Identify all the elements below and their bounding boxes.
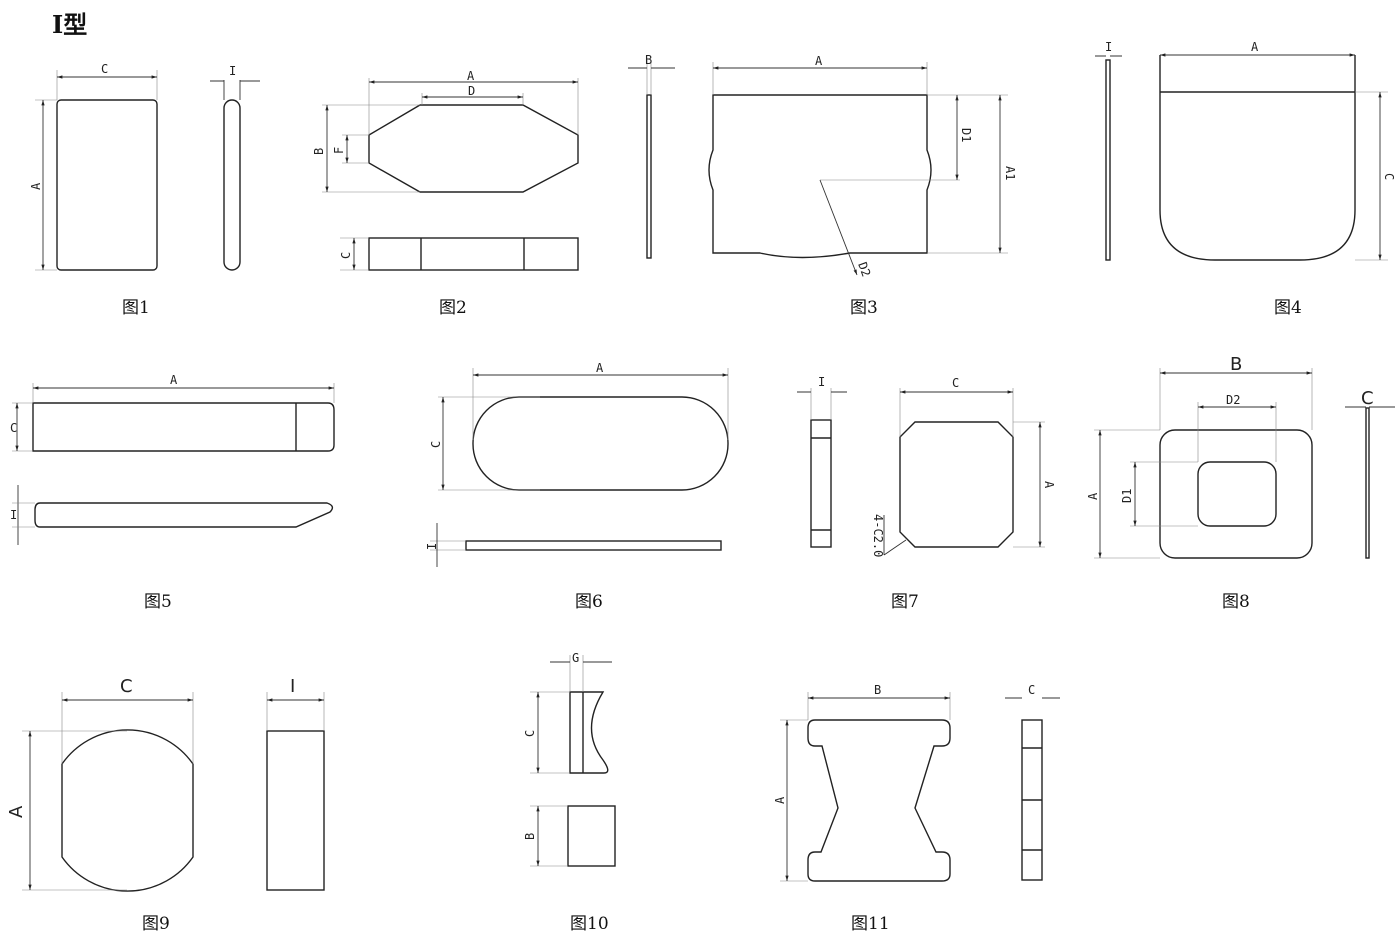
dim-label: A: [1251, 40, 1259, 54]
dim-label: D: [468, 84, 475, 98]
dim-label: D1: [1120, 489, 1134, 503]
dim-label: A: [815, 54, 823, 68]
figure-caption: 图8: [1222, 592, 1250, 612]
figure-caption: 图7: [891, 592, 919, 612]
dim-label: A: [29, 182, 43, 190]
dim-label: A: [1086, 492, 1100, 500]
dim-label: C: [101, 62, 108, 76]
dim-label: A: [1042, 481, 1056, 489]
side-view: [223, 99, 241, 271]
front-view: [1159, 55, 1356, 261]
top-view: [32, 402, 335, 452]
figure-3: B A D1 A1 D2 图3: [628, 53, 1017, 318]
dim-label: I: [290, 676, 295, 697]
figure-5: A C I 图5: [10, 373, 335, 612]
figure-caption: 图6: [575, 592, 603, 612]
side-view: [810, 419, 832, 548]
dim-label: A: [773, 796, 787, 804]
page-title: I型: [52, 10, 87, 39]
figure-2: A D B F C 图2: [312, 69, 579, 318]
figure-caption: 图1: [122, 298, 150, 318]
dim-label: C: [120, 676, 133, 697]
dim-label: B: [523, 833, 537, 840]
figure-10: G C B 图10: [523, 651, 616, 934]
dim-label: C: [1382, 173, 1396, 180]
side-view: [465, 540, 722, 551]
figure-caption: 图4: [1274, 298, 1302, 318]
dim-label: F: [332, 147, 346, 154]
dim-label: C: [339, 252, 353, 259]
chamfer-label: 4-C2.0: [871, 514, 885, 557]
front-view: [899, 421, 1014, 548]
dim-label: I: [10, 508, 17, 522]
dim-label: B: [1230, 354, 1242, 375]
side-view: [34, 502, 334, 528]
figure-caption: 图2: [439, 298, 467, 318]
inner-window: [1197, 461, 1277, 527]
side-view: [567, 805, 616, 867]
front-view: [1159, 429, 1313, 559]
front-view: [708, 94, 932, 259]
dim-label: C: [523, 730, 537, 737]
dim-label: A: [596, 361, 604, 375]
side-view: [1105, 59, 1111, 261]
dim-label: A: [6, 805, 27, 818]
figure-9: C A I 图9: [6, 676, 325, 934]
dim-label: D2: [855, 260, 873, 278]
side-view: [266, 730, 325, 891]
dim-label: I: [229, 64, 236, 78]
side-view: [1365, 407, 1370, 559]
figure-caption: 图9: [142, 914, 170, 934]
figure-4: I A C 图4: [1095, 40, 1396, 318]
side-view: [646, 94, 652, 259]
front-view: [807, 719, 951, 882]
figure-7: I C A 4-C2.0 图7: [797, 375, 1056, 612]
top-view: [472, 396, 729, 491]
figure-caption: 图5: [144, 592, 172, 612]
front-view: [56, 99, 158, 271]
figure-6: A C I 图6: [425, 361, 729, 612]
front-view: [61, 729, 194, 892]
figure-11: B A C 图11: [773, 683, 1060, 934]
figure-caption: 图10: [570, 914, 609, 934]
dim-label: B: [874, 683, 881, 697]
dim-label: C: [429, 441, 443, 448]
dim-label: B: [312, 148, 326, 155]
dim-label: A1: [1003, 166, 1017, 180]
figure-caption: 图3: [850, 298, 878, 318]
dim-label: D1: [959, 128, 973, 142]
dim-label: D2: [1226, 393, 1240, 407]
dim-label: C: [10, 421, 17, 435]
dim-label: G: [572, 651, 579, 665]
dim-label: B: [645, 53, 652, 67]
dim-label: C: [1028, 683, 1035, 697]
figure-8: B D2 A D1 C 图8: [1086, 354, 1395, 612]
figure-1: C A I 图1: [29, 62, 260, 318]
dim-label: A: [467, 69, 475, 83]
side-view: [368, 237, 579, 271]
dim-label: C: [952, 376, 959, 390]
top-view: [569, 691, 609, 774]
dim-label: A: [170, 373, 178, 387]
dim-label: I: [425, 543, 439, 550]
figure-caption: 图11: [851, 914, 890, 934]
dim-label: I: [818, 375, 825, 389]
dim-label: C: [1361, 388, 1374, 409]
dim-label: I: [1105, 40, 1112, 54]
top-view: [368, 104, 579, 193]
